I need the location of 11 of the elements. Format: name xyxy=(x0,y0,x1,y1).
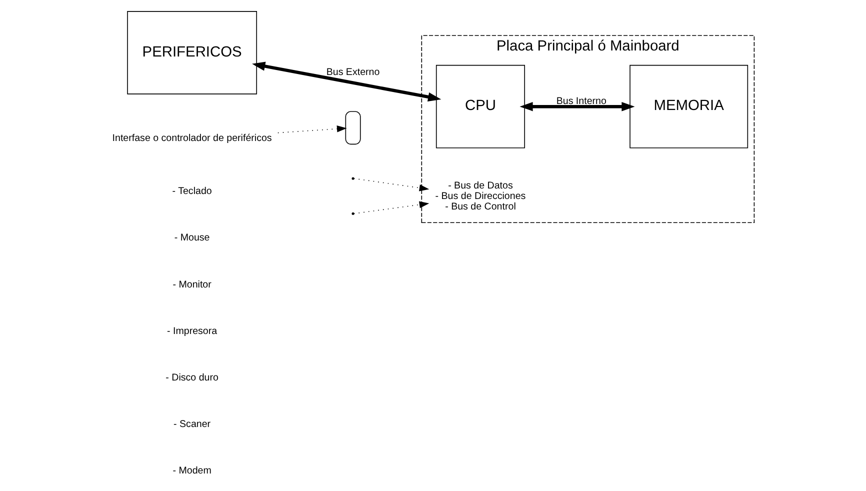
edge-label: Bus Externo xyxy=(326,67,380,78)
label: - Modem xyxy=(172,466,211,477)
node-text: Interfase o controlador de periféricos xyxy=(112,133,272,144)
label: - Mouse xyxy=(174,232,210,244)
label: - Impresora xyxy=(166,326,217,337)
node-text: - Bus de Datos - Bus de Direcciones - Bus de Control xyxy=(434,180,526,213)
label: - Disco duro xyxy=(165,372,218,384)
label: - Monitor xyxy=(172,279,211,290)
edge-label: Bus Interno xyxy=(556,96,606,107)
label: - Teclado xyxy=(172,186,212,198)
label: - Scaner xyxy=(173,418,210,430)
